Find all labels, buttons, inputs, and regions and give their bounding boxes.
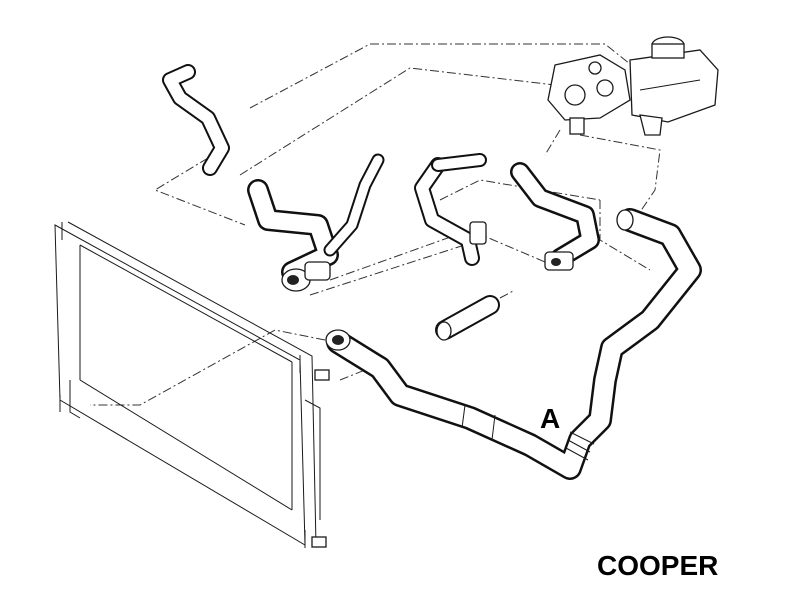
hose-center-tee [247,153,385,292]
hose-a [325,208,702,480]
hose-right-upper [510,162,600,271]
radiator-inlet-icon [314,369,330,381]
radiator [54,221,330,548]
connector-pipe [435,295,500,341]
thermostat-housing [547,54,631,135]
hose-upper-left [162,64,230,176]
hose-center-small [414,153,487,266]
callout-label-a: A [540,403,560,434]
expansion-tank [629,36,719,136]
model-label: COOPER [597,550,718,581]
